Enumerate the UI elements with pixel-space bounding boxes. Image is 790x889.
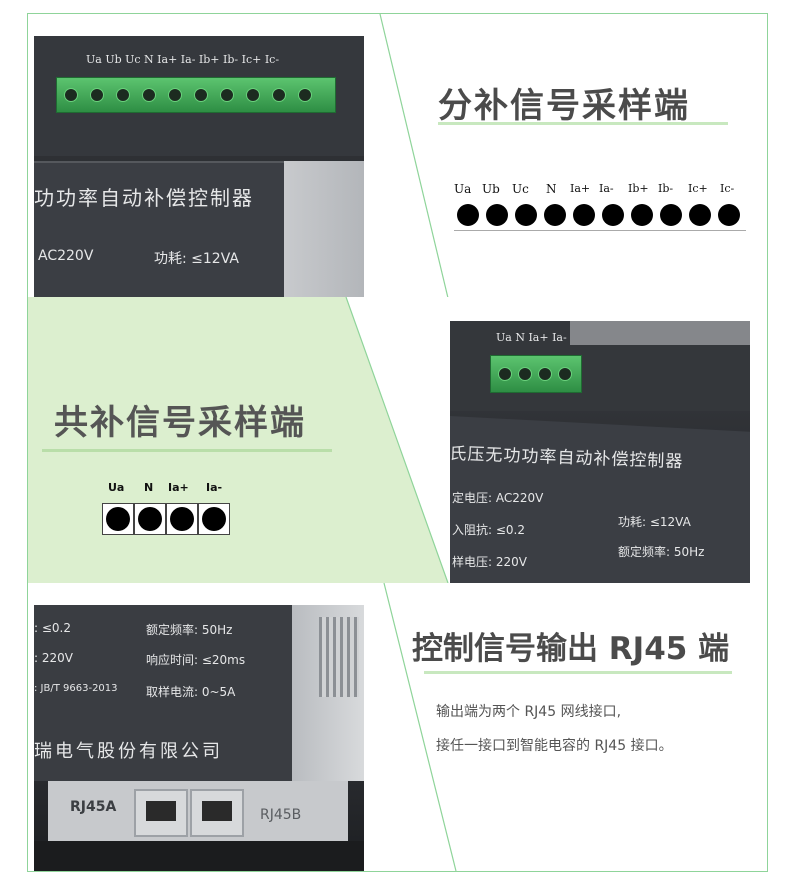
device-photo-bottom: : ≤0.2 额定频率: 50Hz : 220V 响应时间: ≤20ms : J… — [34, 605, 364, 871]
description-line-1: 输出端为两个 RJ45 网线接口, — [436, 704, 622, 720]
description-line-2: 接任一接口到智能电容的 RJ45 接口。 — [436, 738, 673, 754]
rj45b-label: RJ45B — [260, 807, 302, 823]
device-photo-top: Ua Ub Uc N Ia+ Ia- Ib+ Ib- Ic+ Ic- 功功率自动… — [34, 36, 364, 298]
title-underline — [438, 122, 728, 125]
spec-rated-voltage: 定电压: AC220V — [452, 491, 544, 505]
device-title: 功功率自动补偿控制器 — [34, 186, 254, 210]
spec-power: 功耗: ≤12VA — [618, 515, 691, 529]
spec-voltage: AC220V — [38, 248, 94, 264]
terminal-diagram: Ua Ub Uc N Ia+ Ia- Ib+ Ib- Ic+ Ic- — [454, 182, 754, 232]
panel-split-sampling: Ua Ub Uc N Ia+ Ia- Ib+ Ib- Ic+ Ic- 功功率自动… — [27, 13, 768, 299]
spec-current: 取样电流: 0~5A — [146, 685, 236, 699]
vent-slots — [319, 617, 359, 697]
spec-impedance: : ≤0.2 — [34, 621, 71, 635]
spec-power: 功耗: ≤12VA — [154, 251, 239, 267]
spec-frequency: 额定频率: 50Hz — [618, 545, 705, 559]
section-title: 分补信号采样端 — [438, 86, 690, 126]
spec-sample-voltage: 样电压: 220V — [452, 555, 527, 569]
spec-response: 响应时间: ≤20ms — [146, 653, 246, 667]
spec-voltage: : 220V — [34, 651, 73, 665]
device-photo-middle: Ua N Ia+ Ia- 氏压无功功率自动补偿控制器 定电压: AC220V 入… — [449, 321, 750, 583]
terminal-print: Ua Ub Uc N Ia+ Ia- Ib+ Ib- Ic+ Ic- — [86, 53, 280, 66]
spec-frequency: 额定频率: 50Hz — [146, 623, 233, 637]
title-underline — [42, 449, 332, 452]
divider-line — [383, 583, 457, 871]
terminal-print: Ua N Ia+ Ia- — [496, 331, 567, 344]
title-underline — [424, 671, 732, 674]
panel-common-sampling: 共补信号采样端 Ua N Ia+ Ia- Ua N Ia+ Ia- 氏压无功功率… — [27, 297, 768, 584]
section-title: 控制信号输出 RJ45 端 — [412, 631, 730, 667]
panel-rj45-output: : ≤0.2 额定频率: 50Hz : 220V 响应时间: ≤20ms : J… — [27, 583, 768, 872]
rj45a-port[interactable] — [134, 789, 188, 837]
spec-impedance: 入阻抗: ≤0.2 — [452, 523, 525, 537]
section-title: 共补信号采样端 — [54, 403, 306, 443]
spec-standard: : JB/T 9663-2013 — [34, 683, 118, 694]
divider-line — [379, 14, 449, 298]
rj45b-port[interactable] — [190, 789, 244, 837]
rj45a-label: RJ45A — [70, 799, 117, 815]
manufacturer: 瑞电气股份有限公司 — [34, 741, 223, 762]
terminal-diagram: Ua N Ia+ Ia- — [102, 481, 242, 541]
